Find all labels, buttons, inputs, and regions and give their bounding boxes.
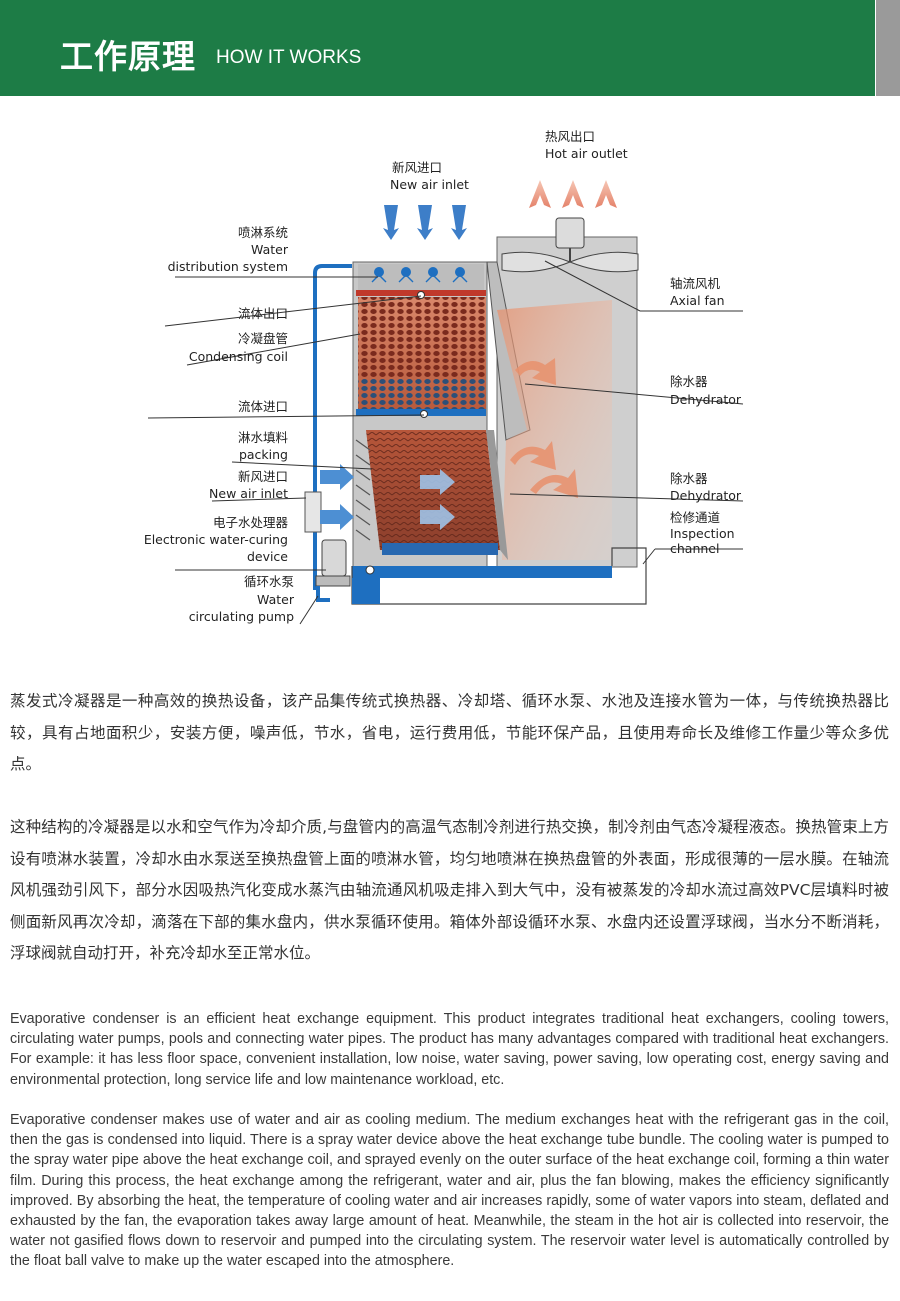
label-pump-zh: 循环水泵 xyxy=(244,574,294,589)
label-condensing-coil-zh: 冷凝盘管 xyxy=(238,331,288,346)
label-water-curing-en1: Electronic water-curing xyxy=(144,532,288,547)
page-subtitle: HOW IT WORKS xyxy=(216,47,362,68)
label-axial-fan-zh: 轴流风机 xyxy=(670,276,721,291)
label-dehydrator1-zh: 除水器 xyxy=(670,374,708,389)
label-dehydrator1-en: Dehydrator xyxy=(670,392,742,407)
water-curing-device xyxy=(304,491,322,533)
spray-nozzles xyxy=(371,267,468,283)
paragraph-en-intro: Evaporative condenser is an efficient he… xyxy=(10,1011,889,1088)
label-water-dist-en2: distribution system xyxy=(168,259,288,274)
coil-tubes-cool xyxy=(358,377,486,409)
side-louvres xyxy=(355,439,371,541)
label-new-air-top-zh: 新风进口 xyxy=(392,160,442,175)
new-air-arrows xyxy=(383,205,467,240)
label-water-curing-en2: device xyxy=(247,549,288,564)
label-new-air-side-en: New air inlet xyxy=(209,486,288,501)
water-supply-pipe xyxy=(313,264,352,590)
paragraph-zh-intro: 蒸发式冷凝器是一种高效的换热设备，该产品集传统式换热器、冷却塔、循环水泵、水池及… xyxy=(10,692,889,773)
label-hot-air-outlet-en: Hot air outlet xyxy=(545,146,628,161)
leader-lines xyxy=(147,260,744,625)
condenser-diagram: 热风出口 Hot air outlet 新风进口 New air inlet 喷… xyxy=(144,129,744,625)
packing-texture xyxy=(366,430,500,550)
label-fluid-outlet-zh: 流体出口 xyxy=(238,306,288,321)
label-water-dist-en1: Water xyxy=(251,242,289,257)
water-reservoir xyxy=(352,566,612,578)
lower-dehydrator xyxy=(486,430,508,560)
float-valve xyxy=(365,565,375,575)
fluid-outlet-port xyxy=(417,291,425,299)
label-dehydrator2-en: Dehydrator xyxy=(670,488,742,503)
label-hot-air-outlet-zh: 热风出口 xyxy=(545,129,595,144)
label-inspection-zh: 检修通道 xyxy=(670,510,721,525)
label-pump-en1: Water xyxy=(257,592,295,607)
paragraph-zh-principle: 这种结构的冷凝器是以水和空气作为冷却介质,与盘管内的高温气态制冷剂进行热交换，制… xyxy=(10,818,889,962)
label-packing-en: packing xyxy=(239,447,288,462)
page-title: 工作原理 xyxy=(60,37,196,76)
header-bar: 工作原理 HOW IT WORKS xyxy=(0,0,875,96)
label-inspection-en1: Inspection xyxy=(670,526,735,541)
paragraph-en-principle: Evaporative condenser makes use of water… xyxy=(10,1112,889,1270)
coil-tubes xyxy=(358,297,486,377)
label-packing-zh: 淋水填料 xyxy=(238,430,289,445)
label-water-dist-zh: 喷淋系统 xyxy=(238,225,288,240)
fluid-inlet-port xyxy=(420,410,428,418)
label-new-air-side-zh: 新风进口 xyxy=(238,469,288,484)
reservoir-sump xyxy=(352,578,380,604)
label-pump-en2: circulating pump xyxy=(189,609,294,624)
hot-air-arrows xyxy=(529,180,617,208)
curved-hot-arrows xyxy=(510,358,578,498)
side-air-arrows xyxy=(320,464,354,530)
label-inspection-en2: channel xyxy=(670,541,719,556)
circulating-pump xyxy=(315,539,351,602)
label-dehydrator2-zh: 除水器 xyxy=(670,471,708,486)
label-fluid-inlet-zh: 流体进口 xyxy=(238,399,288,414)
label-new-air-top-en: New air inlet xyxy=(390,177,469,192)
label-condensing-coil-en: Condensing coil xyxy=(189,349,288,364)
internal-air-arrows xyxy=(420,469,455,530)
header-side-block xyxy=(876,0,900,96)
collection-tray xyxy=(382,543,498,555)
axial-fan xyxy=(501,217,639,273)
label-axial-fan-en: Axial fan xyxy=(670,293,725,308)
label-water-curing-zh: 电子水处理器 xyxy=(213,515,289,530)
